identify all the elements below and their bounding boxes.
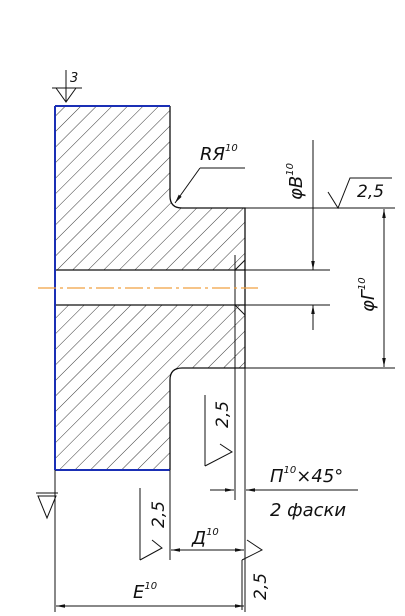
chamfer-note: 2 фаски	[270, 500, 346, 521]
chamfer-line-top	[234, 259, 246, 271]
diameter-g-dimension	[182, 207, 395, 369]
upper-hatch-region	[55, 106, 245, 270]
top-mark-label: 3	[70, 71, 78, 86]
surface-roughness-icon	[327, 177, 392, 210]
chamfer-label: П10×45°	[270, 465, 343, 487]
surface-roughness-icon	[139, 488, 163, 561]
radius-leader	[174, 167, 245, 204]
length-d-dimension	[169, 368, 246, 612]
chamfer-line-bottom	[234, 304, 246, 316]
roughness-top-value: 2,5	[357, 182, 384, 202]
datum-triangle-icon	[52, 70, 82, 103]
surface-roughness-icon	[204, 395, 233, 467]
roughness-lower-left-value: 2,5	[149, 501, 169, 528]
part-section	[54, 105, 246, 500]
surface-roughness-icon	[241, 539, 263, 610]
diameter-b-dimension	[245, 140, 330, 330]
lower-hatch-region	[55, 305, 245, 470]
diameter-b-label: φB10	[285, 163, 307, 200]
diameter-g-label: φГ10	[357, 277, 379, 312]
roughness-middle-value: 2,5	[213, 401, 233, 428]
datum-triangle-icon	[36, 470, 58, 612]
radius-label: RЯ10	[200, 143, 238, 165]
length-d-label: Д10	[191, 527, 219, 549]
roughness-bottom-value: 2,5	[251, 573, 271, 600]
length-e-label: E10	[133, 581, 157, 603]
